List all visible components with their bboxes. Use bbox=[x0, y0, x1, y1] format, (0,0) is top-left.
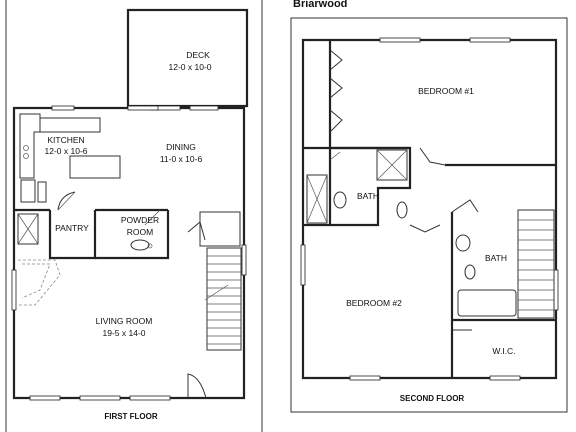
bath2-toilet bbox=[464, 264, 476, 280]
bath2-door bbox=[451, 199, 479, 213]
window bbox=[300, 244, 306, 286]
powder-room-label-line2: ROOM bbox=[127, 227, 153, 237]
powder-room-wall bbox=[95, 210, 170, 260]
second-floor-frame bbox=[290, 17, 568, 413]
stairs bbox=[206, 247, 242, 351]
sliding-door bbox=[127, 105, 159, 111]
bedroom1-label: BEDROOM #1 bbox=[418, 86, 474, 96]
window bbox=[349, 375, 381, 381]
powder-door bbox=[144, 209, 161, 226]
closet-x bbox=[17, 213, 39, 245]
linen-closet-x bbox=[306, 174, 328, 224]
window bbox=[29, 395, 61, 401]
dining-size: 11-0 x 10-6 bbox=[160, 154, 203, 164]
pantry-door bbox=[57, 191, 76, 211]
stair-break-line bbox=[204, 284, 229, 301]
toilet bbox=[147, 243, 153, 249]
second-floor: BEDROOM #1 BATH BATH BEDROOM #2 W.I.C. S… bbox=[290, 17, 568, 413]
window bbox=[469, 37, 511, 43]
first-floor: DECK 12-0 x 10-0 KITCHEN 12-0 x 10-6 DIN… bbox=[11, 8, 249, 421]
bath1-wall bbox=[330, 146, 412, 227]
refrigerator bbox=[20, 179, 36, 203]
stove-burner bbox=[23, 145, 29, 151]
stove-burner bbox=[23, 153, 29, 159]
fireplace-outline bbox=[18, 259, 61, 306]
second-floor-caption: SECOND FLOOR bbox=[400, 394, 465, 403]
shower bbox=[376, 149, 408, 181]
window bbox=[79, 395, 121, 401]
stairs-upper bbox=[517, 209, 555, 319]
window bbox=[11, 269, 17, 311]
fireplace-inner bbox=[21, 263, 51, 299]
window bbox=[553, 269, 559, 311]
kitchen-island bbox=[69, 155, 121, 179]
stair-treads-upper bbox=[518, 219, 554, 311]
pantry-wall bbox=[48, 210, 97, 260]
window bbox=[489, 375, 521, 381]
kitchen-upper-counter bbox=[40, 117, 101, 133]
window bbox=[241, 244, 247, 276]
first-floor-caption: FIRST FLOOR bbox=[104, 412, 158, 421]
bathtub bbox=[457, 289, 517, 317]
plan-title: Briarwood bbox=[293, 0, 347, 10]
bifold-closet-doors bbox=[329, 49, 343, 133]
deck-outline bbox=[126, 8, 249, 108]
powder-sink bbox=[130, 239, 150, 251]
wic-label: W.I.C. bbox=[492, 346, 515, 356]
bath1-closet-wall bbox=[303, 146, 332, 227]
deck-size: 12-0 x 10-0 bbox=[169, 62, 212, 72]
bath2-sink bbox=[455, 234, 471, 252]
bath2-label: BATH bbox=[485, 253, 507, 263]
bath1-toilet bbox=[396, 201, 408, 219]
bath1-sink bbox=[333, 191, 347, 209]
bedroom1-door bbox=[419, 147, 446, 166]
living-room-size: 19-5 x 14-0 bbox=[103, 328, 146, 338]
pantry-door-swing bbox=[57, 191, 76, 211]
bath1-label: BATH bbox=[357, 191, 379, 201]
powder-room-label-line1: POWDER bbox=[121, 215, 159, 225]
pantry-label: PANTRY bbox=[55, 223, 89, 233]
bedroom2-label: BEDROOM #2 bbox=[346, 298, 402, 308]
living-room-label: LIVING ROOM bbox=[96, 316, 153, 326]
bath1-door bbox=[329, 151, 341, 161]
kitchen-size: 12-0 x 10-6 bbox=[45, 146, 88, 156]
window bbox=[51, 105, 75, 111]
closet-door bbox=[187, 221, 206, 241]
stair-treads bbox=[207, 255, 241, 345]
closet bbox=[17, 213, 39, 245]
window bbox=[379, 37, 421, 43]
dining-label: DINING bbox=[166, 142, 196, 152]
hall-closet bbox=[199, 211, 241, 247]
deck-label: DECK bbox=[186, 50, 210, 60]
appliance bbox=[37, 181, 47, 203]
bedroom1-wall bbox=[330, 146, 556, 167]
hall-door bbox=[409, 224, 441, 233]
kitchen-counter bbox=[19, 113, 41, 179]
front-door-swing bbox=[187, 373, 207, 399]
window bbox=[189, 105, 219, 111]
kitchen-label: KITCHEN bbox=[47, 135, 84, 145]
window bbox=[129, 395, 171, 401]
shower-x bbox=[376, 149, 408, 181]
linen-closet bbox=[306, 174, 328, 224]
